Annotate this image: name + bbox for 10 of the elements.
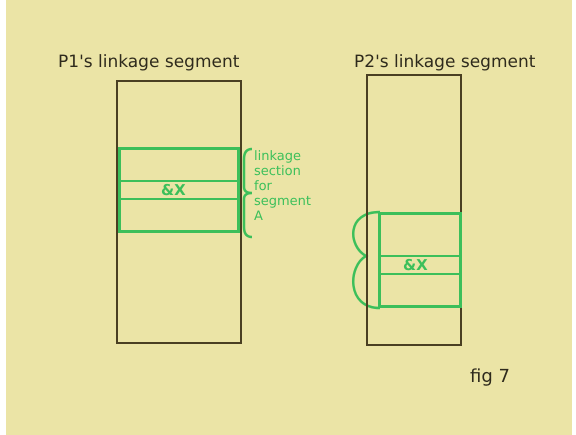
segment-heading: P1's linkage segment [58,52,240,72]
entry-row [381,255,461,275]
entry-label: &X [161,181,186,199]
segment-heading: P2's linkage segment [354,52,536,72]
entry-row [121,180,237,200]
linkage-section-box [118,147,240,233]
entry-label: &X [403,256,428,274]
figure-label: fig 7 [470,366,510,387]
linkage-section-box [378,212,462,308]
annotation-text: linkage section for segment A [254,149,310,224]
